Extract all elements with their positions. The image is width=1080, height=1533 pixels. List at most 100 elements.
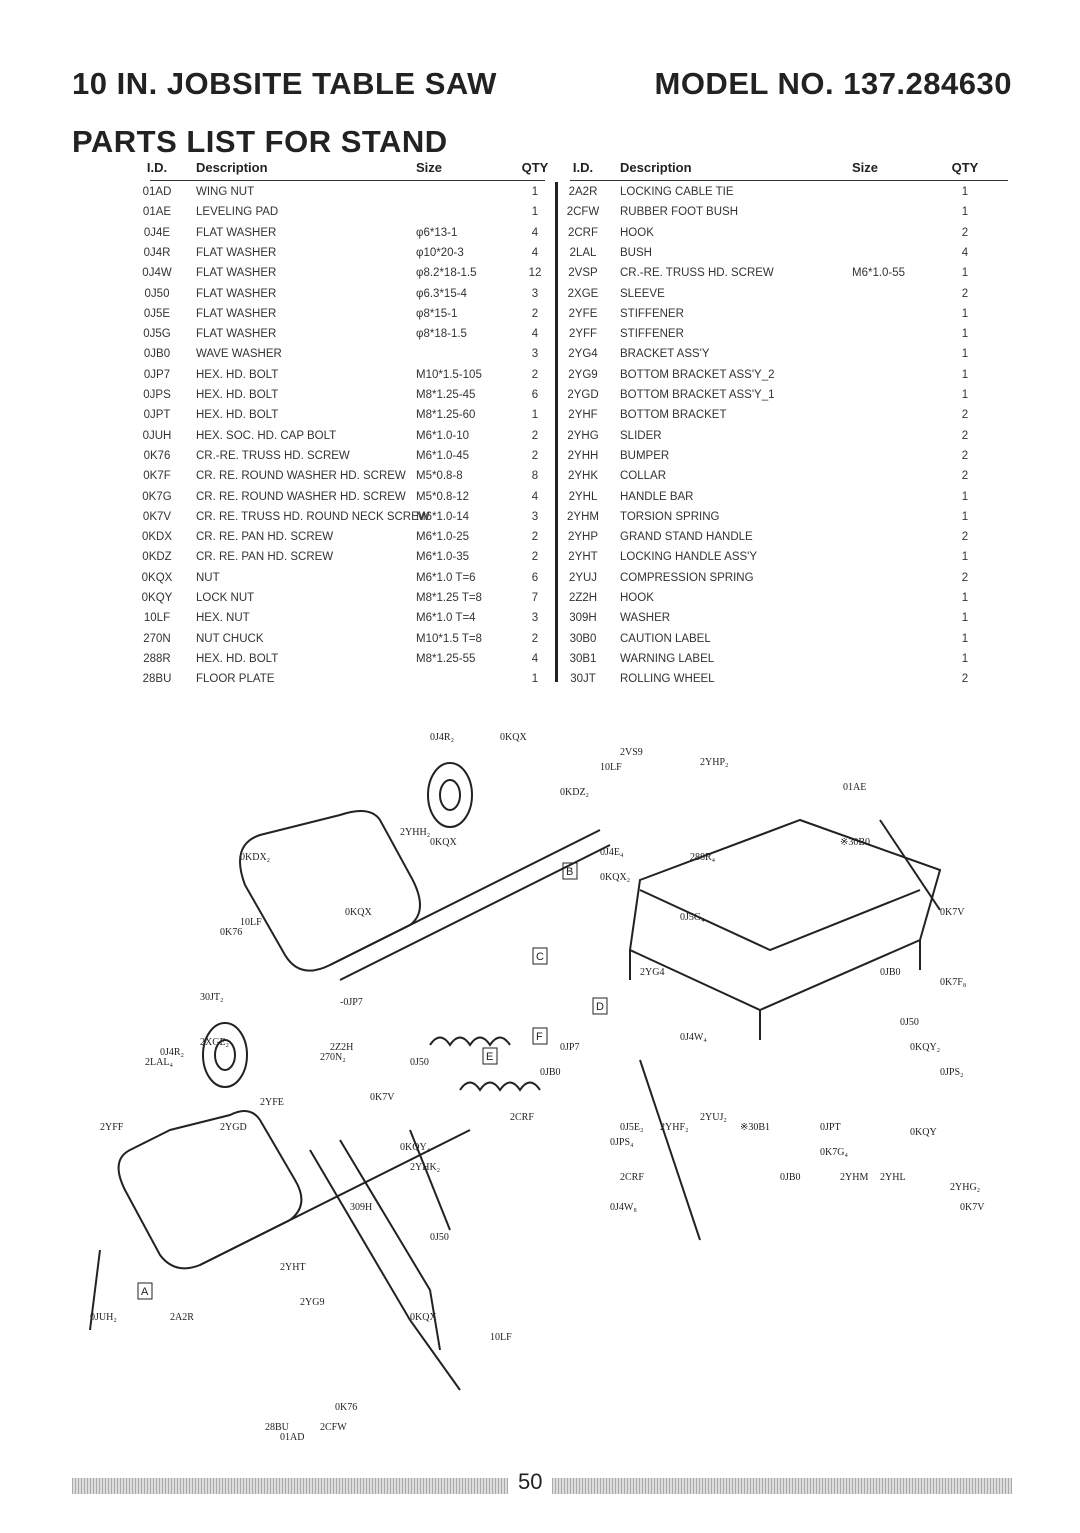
diagram-part-label: 0KDZ₂	[560, 787, 589, 798]
cell-qty: 8	[531, 470, 539, 483]
column-divider	[555, 182, 558, 682]
cell-desc: STIFFENER	[620, 328, 684, 341]
cell-qty: 2	[531, 429, 539, 442]
col-id-header: I.D.	[572, 160, 594, 175]
header-title-left: 10 IN. JOBSITE TABLE SAW	[72, 66, 497, 101]
cell-desc: SLIDER	[620, 429, 662, 442]
leg-left	[309, 1149, 461, 1391]
callout-letter: A	[141, 1286, 149, 1298]
cell-qty: 1	[531, 409, 539, 422]
cell-desc: COMPRESSION SPRING	[620, 571, 754, 584]
diagram-part-label: 2YHH₂	[400, 827, 430, 838]
cell-qty: 2	[531, 449, 539, 462]
col-desc-header: Description	[196, 160, 268, 175]
callout-box	[562, 862, 578, 880]
cell-id: 30JT	[570, 673, 596, 686]
diagram-part-label: 2YGD	[220, 1122, 247, 1133]
cell-desc: WASHER	[620, 612, 671, 625]
footer-bar-right	[552, 1478, 1012, 1494]
cell-desc: HEX. HD. BOLT	[196, 409, 279, 422]
cell-desc: HEX. HD. BOLT	[196, 389, 279, 401]
cell-qty: 1	[961, 510, 969, 523]
diagram-part-label: 0JB0	[880, 967, 901, 978]
diagram-part-label: 0KQY	[910, 1127, 937, 1138]
rolling-wheel-left	[202, 1022, 248, 1088]
table-header-right: I.D. Description Size QTY	[570, 160, 1008, 181]
cell-qty: 1	[961, 551, 969, 564]
diagram-part-label: 0K7V	[370, 1092, 395, 1103]
stand-frame	[628, 818, 942, 1012]
callout-letter: B	[566, 866, 573, 878]
cell-size: M6*1.0-45	[416, 449, 470, 462]
cell-qty: 3	[531, 612, 539, 625]
cell-qty: 1	[961, 328, 969, 341]
cell-desc: HOOK	[620, 226, 654, 239]
diagram-part-label: 01AE	[843, 782, 866, 793]
cell-desc: RUBBER FOOT BUSH	[620, 206, 738, 219]
cell-qty: 2	[961, 571, 969, 584]
diagram-part-label: 10LF	[490, 1332, 512, 1343]
cell-size: φ6*13-1	[416, 226, 458, 239]
cell-qty: 6	[531, 389, 539, 401]
diagram-part-label: 0JPS₂	[940, 1067, 964, 1078]
cell-qty: 4	[531, 652, 539, 665]
cell-qty: 2	[531, 632, 539, 645]
cell-qty: 3	[531, 348, 539, 361]
cell-qty: 2	[961, 470, 969, 483]
cell-qty: 2	[961, 429, 969, 442]
cell-id: 2YHP	[567, 531, 599, 544]
cell-desc: NUT	[196, 571, 220, 584]
leg-right	[409, 1129, 451, 1231]
diagram-part-label: ※30B0	[840, 837, 870, 848]
callout-box	[592, 997, 608, 1015]
cell-id: 2YHG	[567, 429, 599, 442]
cell-size: M6*1.0-25	[416, 531, 470, 544]
cell-id: 0J5G	[143, 328, 171, 341]
cell-desc: BRACKET ASS'Y	[620, 348, 710, 361]
cell-size: M8*1.25 T=8	[416, 592, 482, 604]
diagram-part-label: 0J4W₄	[680, 1032, 707, 1043]
cell-desc: LOCKING CABLE TIE	[620, 186, 734, 198]
diagram-part-label: 0K7F₈	[940, 977, 967, 988]
cell-id: 0J5E	[143, 307, 171, 320]
diagram-part-label: 0J50	[410, 1057, 429, 1068]
cell-desc: FLAT WASHER	[196, 246, 277, 259]
diagram-part-label: 2YG9	[300, 1297, 324, 1308]
diagram-part-label: 2YHM	[840, 1172, 868, 1183]
diagram-part-label: 0K7V	[960, 1202, 985, 1213]
cell-qty: 1	[531, 206, 539, 219]
cell-desc: CR.-RE. TRUSS HD. SCREW	[620, 267, 774, 280]
diagram-part-label: 0KDX₂	[240, 852, 270, 863]
cell-qty: 1	[961, 368, 969, 381]
page-subtitle: PARTS LIST FOR STAND	[72, 124, 448, 159]
cell-desc: FLAT WASHER	[196, 328, 277, 341]
cell-id: 0K7G	[142, 490, 172, 503]
cell-size: M8*1.25-55	[416, 652, 476, 665]
cell-desc: WING NUT	[196, 186, 255, 198]
cell-desc: HOOK	[620, 592, 654, 604]
diagram-part-label: 2YFE	[260, 1097, 284, 1108]
cell-desc: LOCKING HANDLE ASS'Y	[620, 551, 758, 564]
cell-desc: BUMPER	[620, 449, 670, 462]
cell-size: M8*1.25-45	[416, 389, 476, 401]
cell-id: 0JP7	[143, 368, 171, 381]
diagram-part-label: 0JB0	[780, 1172, 801, 1183]
diagram-part-label: 0J4R₂	[430, 732, 454, 743]
header-title-right: MODEL NO. 137.284630	[654, 66, 1012, 101]
cell-size: M6*1.0-55	[852, 267, 906, 280]
cell-qty: 2	[531, 531, 539, 544]
cell-desc: FLAT WASHER	[196, 226, 277, 239]
